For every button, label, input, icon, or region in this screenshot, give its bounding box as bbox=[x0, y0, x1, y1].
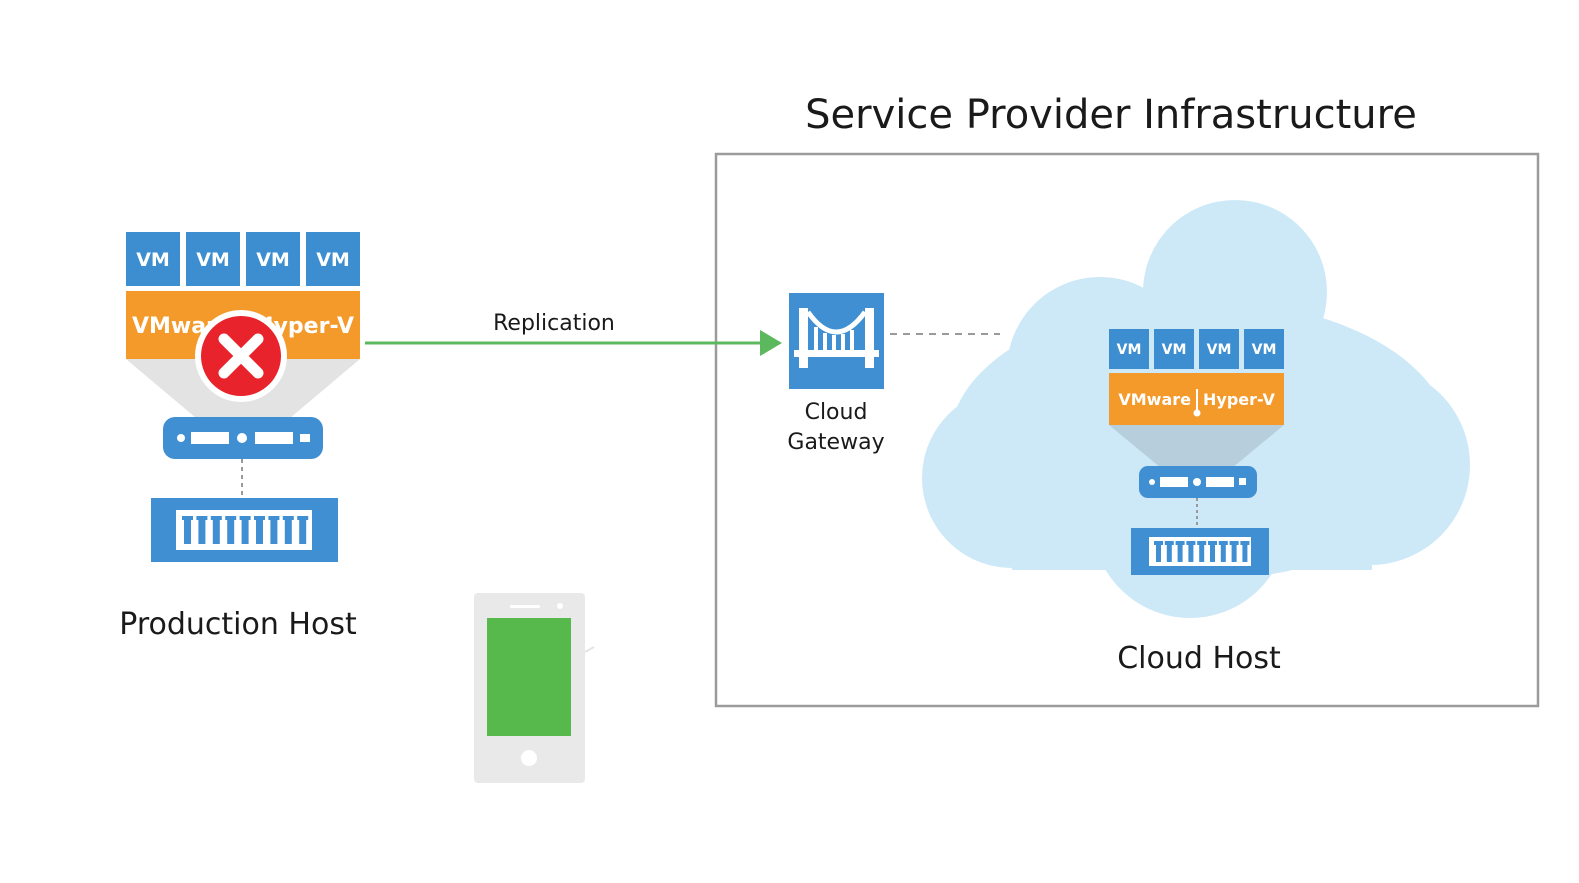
drive-bay bbox=[241, 516, 249, 544]
drive-bay-cap bbox=[1154, 541, 1163, 545]
cloud-hypervisor-left-label: VMware bbox=[1118, 390, 1191, 409]
cloud-vm-block bbox=[1109, 329, 1149, 369]
drive-bay bbox=[184, 516, 191, 544]
drive-bay-cap bbox=[1229, 541, 1239, 545]
production-server-icon bbox=[163, 417, 323, 459]
drive-bay-cap bbox=[254, 516, 265, 520]
smartphone-screen bbox=[487, 618, 571, 736]
cloud-vm-label: VM bbox=[1207, 342, 1232, 358]
drive-bay bbox=[1220, 541, 1226, 562]
drive-bay-cap bbox=[182, 516, 193, 520]
cloud-vm-block bbox=[1154, 329, 1194, 369]
diagram-title: Service Provider Infrastructure bbox=[805, 92, 1417, 138]
production-vm-block bbox=[126, 232, 180, 286]
drive-bay bbox=[284, 516, 292, 544]
production-host: VM VM VM VM VMware | Hyper-V bbox=[119, 232, 360, 642]
cloud-storage-icon bbox=[1131, 528, 1269, 575]
cloud-host: VM VM VM VM VMware Hyper-V Cloud Host bbox=[1109, 329, 1284, 676]
drive-bay bbox=[1242, 541, 1248, 562]
drive-bay bbox=[1231, 541, 1237, 562]
drive-bay-cap bbox=[1164, 541, 1174, 545]
production-vm-block bbox=[186, 232, 240, 286]
drive-bay bbox=[256, 516, 263, 544]
cloud-gateway-caption-line1: Cloud bbox=[805, 400, 868, 425]
drive-bay-cap bbox=[1175, 541, 1185, 545]
cloud-vm-label: VM bbox=[1117, 342, 1142, 358]
drive-bay-cap bbox=[1197, 541, 1207, 545]
production-vm-label: VM bbox=[136, 249, 170, 271]
drive-bay-cap bbox=[1218, 541, 1228, 545]
production-host-caption: Production Host bbox=[119, 607, 357, 642]
cloud-vm-block bbox=[1244, 329, 1284, 369]
error-badge bbox=[195, 310, 287, 402]
cloud-vm-block bbox=[1199, 329, 1239, 369]
cloud-vm-label: VM bbox=[1162, 342, 1187, 358]
drive-bay bbox=[1166, 541, 1172, 562]
drive-bay-cap bbox=[282, 516, 294, 520]
production-vm-label: VM bbox=[256, 249, 290, 271]
drive-bay-cap bbox=[239, 516, 251, 520]
production-vm-label: VM bbox=[316, 249, 350, 271]
production-vm-label: VM bbox=[196, 249, 230, 271]
production-vm-block bbox=[246, 232, 300, 286]
drive-bay-cap bbox=[1186, 541, 1196, 545]
smartphone-icon bbox=[474, 593, 595, 783]
cloud-host-caption: Cloud Host bbox=[1117, 641, 1281, 676]
cloud-hypervisor-divider-dot bbox=[1193, 409, 1201, 417]
cloud-server-icon bbox=[1139, 466, 1257, 498]
drive-bay bbox=[212, 516, 220, 544]
cloud-gateway-caption-line2: Gateway bbox=[787, 430, 884, 455]
drive-bay bbox=[1199, 541, 1205, 562]
production-storage-icon bbox=[151, 498, 338, 562]
drive-bay bbox=[270, 516, 278, 544]
drive-bay bbox=[1210, 541, 1215, 562]
cloud-projection-shadow bbox=[1109, 425, 1284, 468]
drive-bay bbox=[299, 516, 307, 544]
service-provider-frame bbox=[714, 152, 1540, 708]
cloud-vm-row: VM VM VM VM bbox=[1109, 329, 1284, 369]
drive-bay-cap bbox=[1208, 541, 1217, 545]
production-vm-block bbox=[306, 232, 360, 286]
drive-bay-cap bbox=[297, 516, 309, 520]
drive-bay-cap bbox=[1240, 541, 1250, 545]
drive-bay bbox=[1177, 541, 1183, 562]
cloud-gateway-icon bbox=[789, 293, 884, 389]
drive-bay bbox=[1156, 541, 1161, 562]
drive-bay bbox=[1188, 541, 1194, 562]
replication-label: Replication bbox=[493, 311, 615, 336]
cloud-vm-label: VM bbox=[1252, 342, 1277, 358]
cloud-hypervisor-right-label: Hyper-V bbox=[1203, 390, 1275, 409]
drive-bay-cap bbox=[196, 516, 208, 520]
drive-bay-cap bbox=[210, 516, 222, 520]
drive-bay-cap bbox=[225, 516, 237, 520]
drive-bay bbox=[227, 516, 235, 544]
replication-arrow bbox=[365, 330, 782, 356]
drive-bay-cap bbox=[268, 516, 280, 520]
production-vm-row: VM VM VM VM bbox=[126, 232, 360, 286]
close-icon bbox=[218, 333, 264, 379]
drive-bay bbox=[198, 516, 206, 544]
